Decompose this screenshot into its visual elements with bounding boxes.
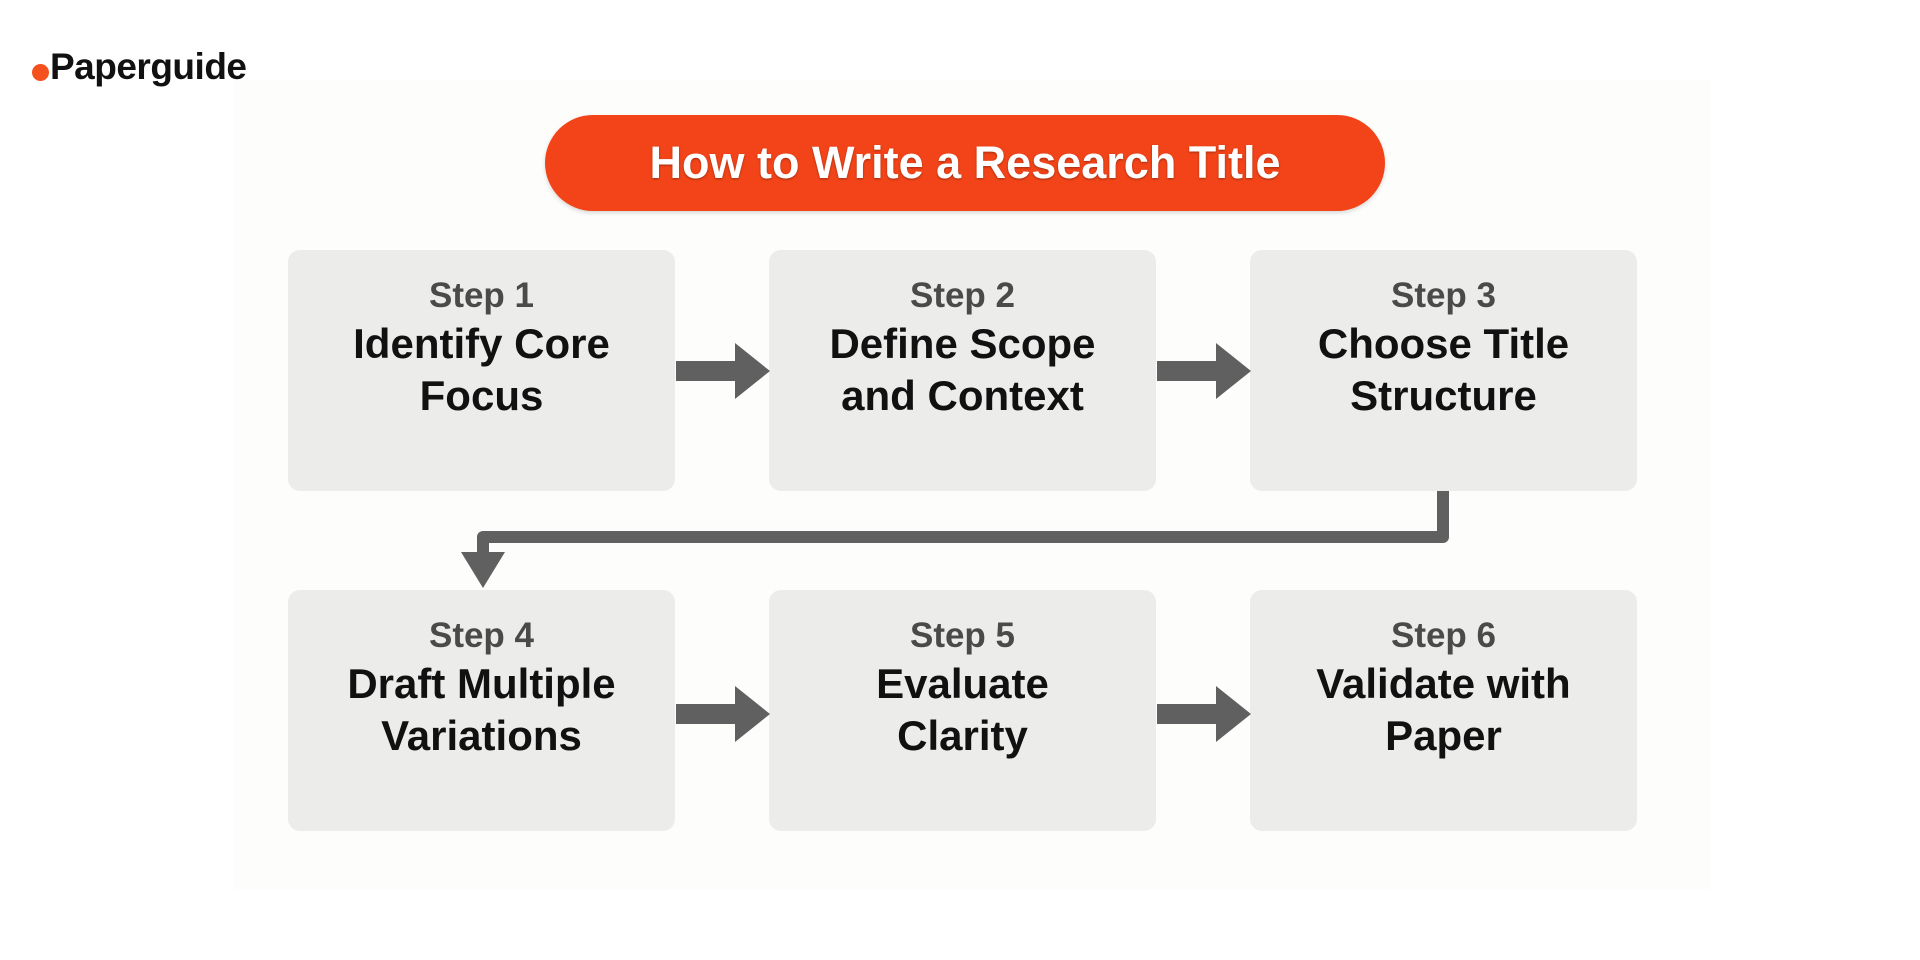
step-title-line1: Evaluate [876,659,1049,707]
step-label: Step 1 [428,276,535,315]
arrow-right-icon [1157,343,1251,399]
step-box-1: Step 1 Identify Core Focus [288,250,675,491]
step-box-3: Step 3 Choose Title Structure [1250,250,1637,491]
arrow-right-icon [676,343,770,399]
step-title-line2: and Context [841,372,1084,420]
step-title-line2: Paper [1385,712,1502,760]
step-label: Step 4 [428,616,535,655]
step-label: Step 5 [909,616,1016,655]
step-title-line1: Identify Core [353,319,610,367]
diagram-title: How to Write a Research Title [649,137,1281,188]
arrow-down-icon [461,552,505,588]
arrow-right-icon [676,686,770,742]
step-title-line1: Define Scope [829,319,1096,367]
step-label: Step 6 [1390,616,1497,655]
brand-name: Paperguide [50,46,247,87]
step-label: Step 3 [1390,276,1497,315]
step-title-line2: Structure [1350,372,1537,420]
brand-logo: Paperguide [32,48,247,85]
step-title-line1: Choose Title [1317,319,1570,367]
step-title-line2: Focus [419,372,544,420]
step-title-line2: Variations [381,712,582,760]
step-box-6: Step 6 Validate with Paper [1250,590,1637,831]
step-title-line1: Validate with [1316,659,1571,707]
step-title-line1: Draft Multiple [347,659,616,707]
diagram-title-banner: How to Write a Research Title [545,115,1385,211]
step-box-5: Step 5 Evaluate Clarity [769,590,1156,831]
step-title-line2: Clarity [897,712,1028,760]
step-box-2: Step 2 Define Scope and Context [769,250,1156,491]
step-label: Step 2 [909,276,1016,315]
arrow-right-icon [1157,686,1251,742]
logo-dot-icon [32,64,49,81]
step-box-4: Step 4 Draft Multiple Variations [288,590,675,831]
